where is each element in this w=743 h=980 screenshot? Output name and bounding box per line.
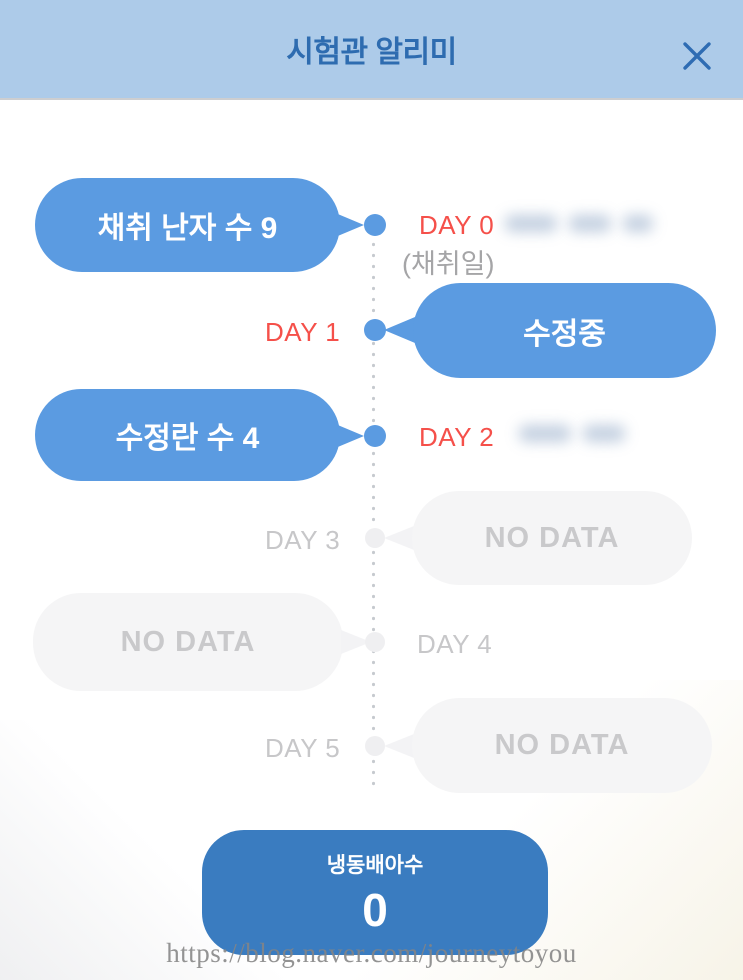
day2-blurred-date — [513, 414, 671, 452]
blur-blob — [519, 424, 571, 442]
day0-timeline-dot — [364, 214, 386, 236]
blog-watermark: https://blog.naver.com/journeytoyou — [166, 938, 577, 968]
day0-bubble-label: 채취 난자 수 9 — [97, 212, 278, 245]
day0-blurred-date — [499, 204, 675, 242]
day0-sublabel: (채취일) — [402, 249, 495, 279]
close-button[interactable] — [673, 32, 721, 80]
day5-timeline-dot — [365, 736, 385, 756]
blur-blob — [623, 214, 653, 232]
day4-label: DAY 4 — [417, 629, 493, 659]
day4-bubble: NO DATA — [33, 593, 343, 691]
day1-label: DAY 1 — [265, 317, 341, 347]
day0-bubble[interactable]: 채취 난자 수 9 — [35, 178, 340, 272]
popup-header: 시험관 알리미 — [0, 0, 743, 100]
blur-blob — [583, 424, 625, 442]
frozen-embryo-count: 0 — [362, 883, 388, 936]
day3-bubble-label: NO DATA — [484, 521, 620, 554]
day3-label: DAY 3 — [265, 525, 341, 555]
day0-bubble-tail — [333, 212, 364, 238]
day5-bubble: NO DATA — [412, 698, 712, 793]
day1-bubble-label: 수정중 — [523, 317, 606, 351]
day3-bubble: NO DATA — [412, 491, 692, 585]
day2-bubble-tail — [333, 423, 364, 449]
close-icon — [680, 39, 714, 73]
day0-label: DAY 0 — [419, 210, 495, 240]
day1-bubble-tail — [384, 317, 415, 343]
day2-timeline-dot — [364, 425, 386, 447]
frozen-embryo-label: 냉동배아수 — [326, 853, 424, 877]
day2-bubble[interactable]: 수정란 수 4 — [35, 389, 340, 481]
day2-label: DAY 2 — [419, 422, 495, 452]
day1-bubble[interactable]: 수정중 — [413, 283, 716, 378]
blur-blob — [505, 214, 557, 232]
day3-bubble-tail — [384, 526, 414, 550]
day5-label: DAY 5 — [265, 733, 341, 763]
popup-title: 시험관 알리미 — [286, 36, 457, 69]
day4-timeline-dot — [365, 632, 385, 652]
frozen-embryo-summary-button[interactable]: 냉동배아수 0 — [202, 830, 548, 955]
blur-blob — [569, 214, 611, 232]
day5-bubble-label: NO DATA — [494, 729, 630, 761]
day4-bubble-label: NO DATA — [120, 625, 256, 658]
day3-timeline-dot — [365, 528, 385, 548]
day1-timeline-dot — [364, 319, 386, 341]
timeline-dotted-line — [372, 228, 375, 790]
day2-bubble-label: 수정란 수 4 — [115, 422, 260, 455]
